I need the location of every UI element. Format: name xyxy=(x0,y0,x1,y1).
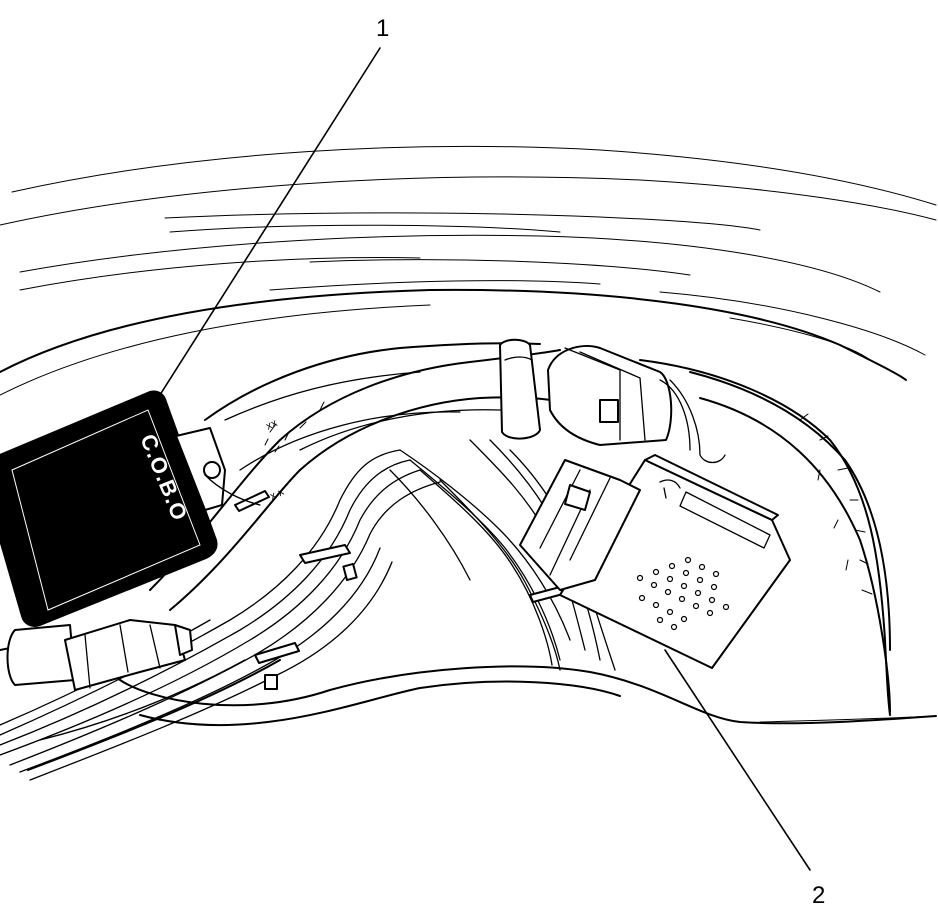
callout-1: 1 xyxy=(376,15,389,42)
svg-text:x x: x x xyxy=(268,486,286,503)
lower-left-connector xyxy=(6,619,193,691)
floor-panel xyxy=(0,646,937,727)
speaker-grille xyxy=(636,556,730,631)
svg-text:xx: xx xyxy=(264,417,279,433)
cobo-module: C.O.B.O xyxy=(0,390,261,627)
callout-leaders xyxy=(157,47,811,871)
housing-arch xyxy=(639,359,891,716)
harness-sleeve-clip xyxy=(499,338,541,440)
upper-connector xyxy=(547,345,726,464)
callout-2: 2 xyxy=(812,882,825,909)
speaker-module xyxy=(519,454,791,669)
cable-ties xyxy=(234,490,564,690)
body-panel-lines xyxy=(0,145,937,396)
